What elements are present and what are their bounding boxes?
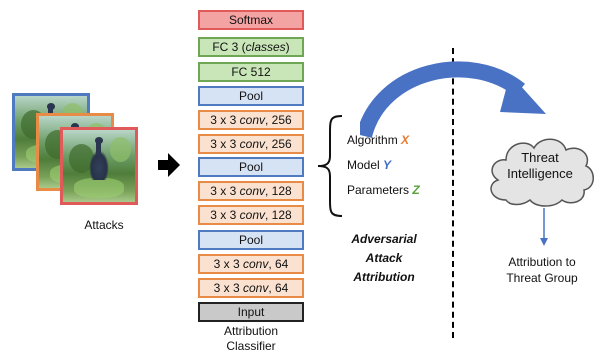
layer-text: 3 x 3 <box>210 208 240 222</box>
layer-12: Input <box>198 302 304 322</box>
output-label-line2: Threat Group <box>506 271 578 285</box>
adversarial-label-line2: Attack <box>365 251 403 265</box>
classifier-label-line1: Attribution <box>223 324 279 338</box>
layer-italic-text: conv <box>239 113 265 127</box>
cloud-label-line1: Threat <box>521 150 559 165</box>
layer-text: Pool <box>238 233 264 247</box>
output-label-line1: Attribution to <box>508 255 576 269</box>
param-model-label: Model <box>347 158 380 172</box>
param-model: Model Y <box>347 158 391 172</box>
layer-text: 3 x 3 <box>213 281 243 295</box>
curved-arrow-icon <box>360 61 546 139</box>
layer-suffix-text: , 64 <box>268 281 289 295</box>
layer-4: 3 x 3 conv, 256 <box>198 110 304 130</box>
layer-8: 3 x 3 conv, 128 <box>198 205 304 225</box>
attacks-label: Attacks <box>84 218 124 232</box>
layer-italic-text: conv <box>239 208 265 222</box>
cloud-label-line2: Intelligence <box>507 166 573 181</box>
layer-text: Pool <box>238 160 264 174</box>
layer-suffix-text: , 256 <box>265 137 292 151</box>
layer-suffix-text: , 256 <box>265 113 292 127</box>
layer-text: Pool <box>238 89 264 103</box>
layer-text: 3 x 3 <box>210 113 240 127</box>
curly-brace-icon <box>317 115 343 217</box>
param-parameters-var: Z <box>412 183 420 197</box>
layer-text: 3 x 3 <box>210 184 240 198</box>
layer-text: Softmax <box>228 13 273 27</box>
param-parameters: Parameters Z <box>347 183 420 197</box>
down-arrow-icon <box>540 208 548 246</box>
input-arrow-body <box>158 160 170 170</box>
adversarial-label-line3: Attribution <box>353 270 415 284</box>
layer-2: FC 512 <box>198 62 304 82</box>
param-model-var: Y <box>383 158 392 172</box>
dashed-divider <box>452 48 454 338</box>
layer-italic-text: conv <box>239 184 265 198</box>
layer-6: Pool <box>198 157 304 177</box>
layer-suffix-text: ) <box>285 40 290 54</box>
layer-text: FC 3 ( <box>212 40 246 54</box>
layer-0: Softmax <box>198 10 304 30</box>
adversarial-label-line1: Adversarial <box>351 232 417 246</box>
param-parameters-label: Parameters <box>347 183 410 197</box>
attack-image-front <box>60 127 138 205</box>
param-algorithm-label: Algorithm <box>347 133 398 147</box>
layer-3: Pool <box>198 86 304 106</box>
adversarial-attack-attribution-label: Adversarial Attack Attribution <box>336 230 432 287</box>
layer-italic-text: conv <box>242 281 269 295</box>
layer-suffix-text: , 128 <box>265 184 292 198</box>
threat-intelligence-cloud-icon <box>490 138 594 207</box>
param-algorithm-var: X <box>401 133 410 147</box>
param-algorithm: Algorithm X <box>347 133 409 147</box>
layer-italic-text: conv <box>242 257 269 271</box>
layer-7: 3 x 3 conv, 128 <box>198 181 304 201</box>
layer-suffix-text: , 128 <box>265 208 292 222</box>
layer-suffix-text: , 64 <box>268 257 289 271</box>
layer-italic-text: classes <box>245 40 286 54</box>
layer-10: 3 x 3 conv, 64 <box>198 254 304 274</box>
layer-11: 3 x 3 conv, 64 <box>198 278 304 298</box>
layer-5: 3 x 3 conv, 256 <box>198 134 304 154</box>
layer-text: FC 512 <box>231 65 271 79</box>
layer-text: Input <box>237 305 265 319</box>
layer-text: 3 x 3 <box>213 257 243 271</box>
layer-text: 3 x 3 <box>210 137 240 151</box>
layer-1: FC 3 (classes) <box>198 37 304 57</box>
classifier-label-line2: Classifier <box>226 339 276 353</box>
layer-9: Pool <box>198 230 304 250</box>
input-arrow-icon <box>168 153 180 177</box>
layer-italic-text: conv <box>239 137 265 151</box>
